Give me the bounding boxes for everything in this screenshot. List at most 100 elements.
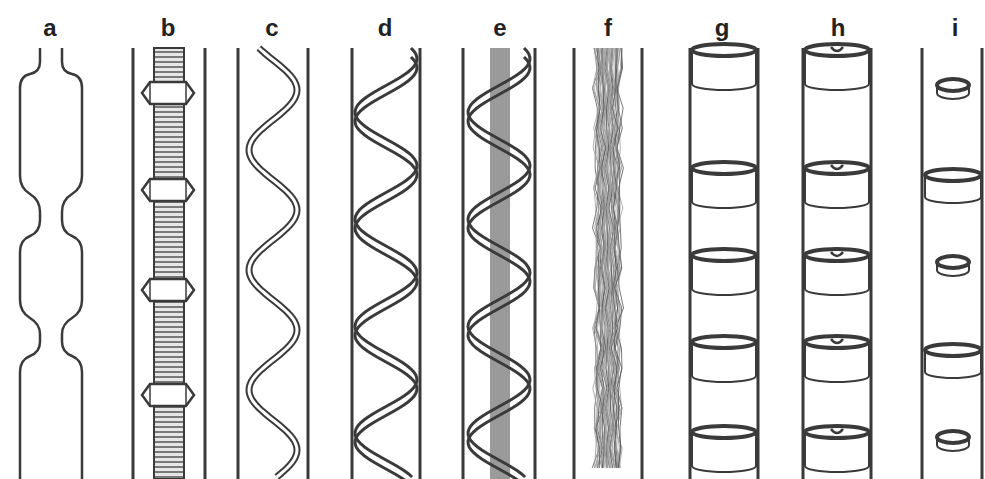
drawing-stroke [155, 61, 183, 63]
drawing-stroke [155, 56, 183, 58]
ring-notch [831, 339, 843, 343]
panel-label: i [952, 16, 959, 40]
helix-ribbon [468, 48, 530, 477]
drawing-stroke [155, 376, 183, 378]
drawing-stroke [155, 456, 183, 458]
ring-top [692, 426, 756, 438]
hex-nut [142, 179, 194, 201]
drawing-stroke [155, 211, 183, 213]
drawing-stroke [155, 471, 183, 473]
panel-label: a [43, 16, 56, 40]
drawing-stroke [155, 106, 183, 108]
drawing-stroke [155, 146, 183, 148]
drawing-stroke [155, 381, 183, 383]
hex-nut [142, 384, 194, 406]
drawing-stroke [155, 356, 183, 358]
drawing-stroke [155, 311, 183, 313]
panel-label: e [493, 16, 506, 40]
wavy-fibre [249, 48, 297, 477]
drawing-stroke [155, 366, 183, 368]
drawing-stroke [155, 271, 183, 273]
wavy-fibre [249, 48, 297, 477]
drawing-stroke [155, 171, 183, 173]
drawing-stroke [155, 276, 183, 278]
drawing-stroke [155, 316, 183, 318]
drawing-stroke [155, 71, 183, 73]
fibre-strand [600, 48, 606, 468]
ring-top [925, 169, 981, 181]
drawing-stroke [155, 231, 183, 233]
drawing-stroke [155, 266, 183, 268]
drawing-stroke [155, 261, 183, 263]
ring-top [937, 256, 969, 268]
helix-ribbon [355, 48, 417, 477]
drawing-stroke [149, 179, 151, 201]
drawing-stroke [155, 426, 183, 428]
drawing-stroke [155, 151, 183, 153]
drawing-stroke [155, 126, 183, 128]
ring-top [937, 431, 969, 443]
drawing-stroke [155, 251, 183, 253]
drawing-stroke [155, 116, 183, 118]
fibre-strand [615, 48, 623, 468]
ring-notch [831, 47, 843, 51]
drawing-stroke [155, 326, 183, 328]
drawing-stroke [155, 451, 183, 453]
ring-top [692, 249, 756, 261]
helix-ribbon [468, 57, 530, 479]
drawing-stroke [155, 226, 183, 228]
drawing-stroke [155, 336, 183, 338]
ring-stacks [692, 44, 981, 472]
ring-top [692, 336, 756, 348]
drawing-stroke [185, 179, 187, 201]
drawing-stroke [155, 331, 183, 333]
drawing-stroke [155, 411, 183, 413]
drawing-stroke [185, 279, 187, 301]
thread-lines [155, 52, 183, 477]
drawing-stroke [185, 82, 187, 104]
drawing-stroke [155, 431, 183, 433]
drawing-stroke [155, 351, 183, 353]
drawing-stroke [155, 176, 183, 178]
fibre-bundle [592, 48, 623, 468]
drawing-stroke [155, 51, 183, 53]
ring-top [692, 162, 756, 174]
drawing-stroke [155, 66, 183, 68]
drawing-stroke [155, 246, 183, 248]
ring-notch [831, 165, 843, 169]
drawing-stroke [149, 82, 151, 104]
helical-ribbons [249, 48, 530, 479]
drawing-stroke [155, 441, 183, 443]
drawing-stroke [155, 476, 183, 478]
ring-top [692, 44, 756, 56]
ring-top [805, 336, 869, 348]
drawing-stroke [155, 446, 183, 448]
panel-label: b [161, 16, 176, 40]
ring-top [925, 344, 981, 356]
tube-walls [133, 48, 982, 479]
panel-label: h [831, 16, 846, 40]
helix-ribbon [355, 57, 417, 479]
threaded-rod [154, 48, 184, 479]
drawing-stroke [155, 141, 183, 143]
ring-notch [831, 252, 843, 256]
drawing-stroke [155, 166, 183, 168]
drawing-stroke [155, 216, 183, 218]
drawing-stroke [155, 436, 183, 438]
drawing-stroke [149, 384, 151, 406]
drawing-stroke [155, 131, 183, 133]
ring-top [805, 162, 869, 174]
beaded-tube [20, 48, 82, 479]
drawing-stroke [155, 361, 183, 363]
drawing-stroke [185, 384, 187, 406]
hex-nut [142, 82, 194, 104]
drawing-stroke [155, 121, 183, 123]
drawing-stroke [155, 236, 183, 238]
ring-top [805, 44, 869, 56]
ring-top [937, 79, 969, 91]
drawing-stroke [155, 161, 183, 163]
drawing-stroke [155, 341, 183, 343]
drawing-stroke [155, 206, 183, 208]
drawing-stroke [155, 156, 183, 158]
